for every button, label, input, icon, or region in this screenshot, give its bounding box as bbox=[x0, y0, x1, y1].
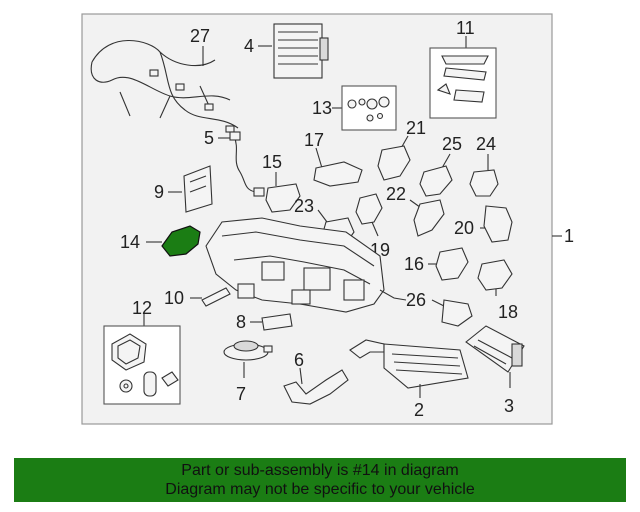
part-6-duct bbox=[283, 369, 349, 405]
callout-11: 11 bbox=[456, 18, 475, 38]
callout-2: 2 bbox=[414, 400, 424, 420]
callout-23: 23 bbox=[294, 196, 314, 216]
callout-9: 9 bbox=[154, 182, 164, 202]
part-21-actuator bbox=[377, 145, 411, 181]
callout-17: 17 bbox=[304, 130, 324, 150]
callout-21: 21 bbox=[406, 118, 426, 138]
banner-line-1: Part or sub-assembly is #14 in diagram bbox=[181, 462, 459, 479]
part-22-actuator bbox=[413, 199, 445, 237]
part-8-resistor bbox=[261, 313, 293, 331]
callout-12: 12 bbox=[132, 298, 152, 318]
callout-26: 26 bbox=[406, 290, 426, 310]
callout-25: 25 bbox=[442, 134, 462, 154]
callout-5: 5 bbox=[204, 128, 214, 148]
part-16-actuator bbox=[435, 247, 469, 281]
banner-line-2: Diagram may not be specific to your vehi… bbox=[165, 481, 475, 498]
parts-diagram: 27 4 11 13 5 bbox=[81, 13, 574, 425]
part-3-core bbox=[465, 325, 525, 373]
part-19-actuator bbox=[355, 193, 383, 225]
part-15-actuator bbox=[265, 183, 301, 213]
part-25-actuator bbox=[419, 165, 453, 197]
part-24-actuator bbox=[469, 169, 499, 197]
callout-16: 16 bbox=[404, 254, 424, 274]
info-banner: Part or sub-assembly is #14 in diagram D… bbox=[14, 458, 626, 502]
callout-1: 1 bbox=[564, 226, 574, 246]
part-26-actuator bbox=[441, 299, 473, 327]
part-17-actuator bbox=[313, 161, 363, 187]
part-1-hvac-case bbox=[205, 217, 407, 313]
callout-7: 7 bbox=[236, 384, 246, 404]
part-4-evaporator-core bbox=[273, 23, 329, 79]
part-2-heater-core bbox=[349, 339, 469, 389]
callout-22: 22 bbox=[386, 184, 406, 204]
part-20-actuator bbox=[483, 205, 513, 243]
callout-6: 6 bbox=[294, 350, 304, 370]
part-27-wiring-harness bbox=[90, 39, 239, 133]
part-10-seal bbox=[201, 287, 231, 307]
part-18-actuator bbox=[477, 259, 513, 291]
part-12-blower-kit bbox=[103, 325, 181, 405]
callout-13: 13 bbox=[312, 98, 332, 118]
part-14-highlighted bbox=[161, 225, 201, 257]
callout-15: 15 bbox=[262, 152, 282, 172]
part-5-sensor bbox=[229, 131, 265, 197]
callout-10: 10 bbox=[164, 288, 184, 308]
part-11-seal-kit bbox=[429, 47, 497, 119]
callout-24: 24 bbox=[476, 134, 496, 154]
callout-27: 27 bbox=[190, 26, 210, 46]
callout-18: 18 bbox=[498, 302, 518, 322]
part-13-grommet-kit bbox=[341, 85, 397, 131]
part-7-blower-motor bbox=[223, 340, 273, 361]
part-9-cabin-filter bbox=[183, 165, 213, 213]
callout-3: 3 bbox=[504, 396, 514, 416]
callout-8: 8 bbox=[236, 312, 246, 332]
callout-20: 20 bbox=[454, 218, 474, 238]
callout-4: 4 bbox=[244, 36, 254, 56]
callout-14: 14 bbox=[120, 232, 140, 252]
